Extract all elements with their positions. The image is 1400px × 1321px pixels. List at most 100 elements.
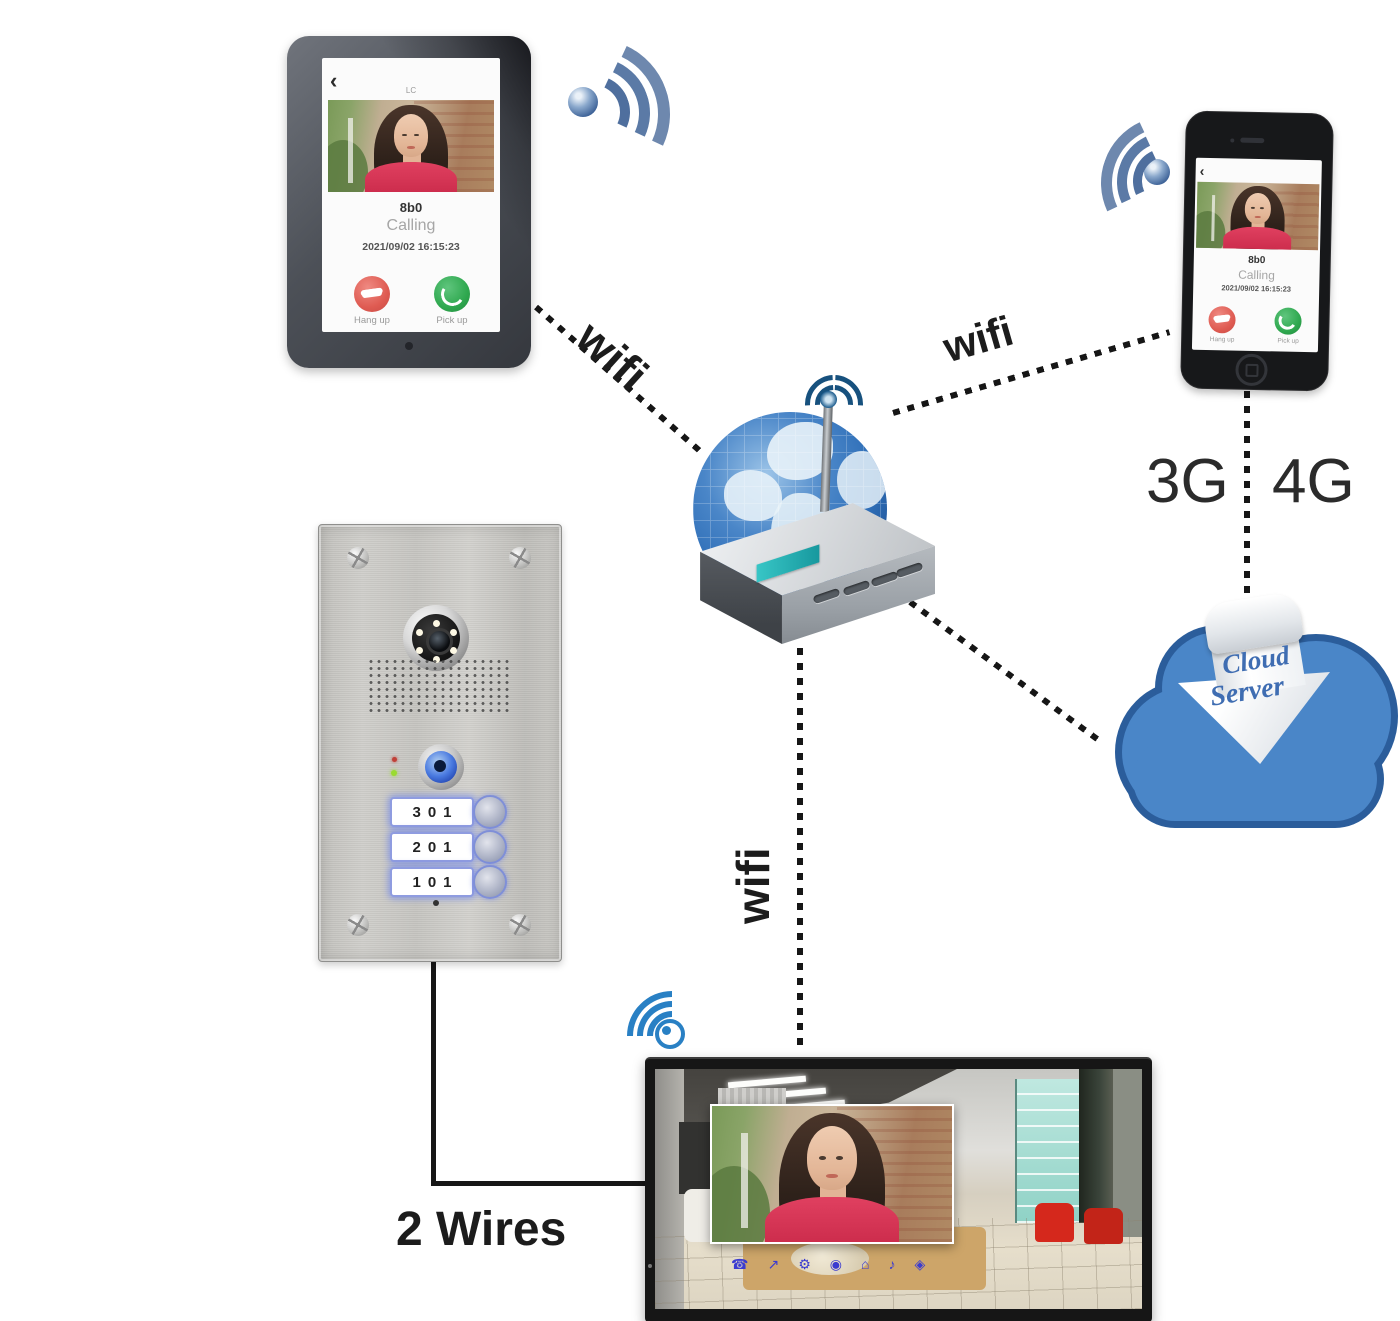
globe-continent <box>836 450 887 509</box>
pickup-button[interactable] <box>434 276 470 312</box>
apartment-plate-201: 201 <box>390 832 474 862</box>
ir-led <box>416 647 423 654</box>
phone-home-button[interactable] <box>1235 353 1268 387</box>
screw <box>509 547 531 569</box>
wifi-dot <box>662 1026 671 1035</box>
transfer-icon[interactable]: ↗ <box>767 1256 780 1272</box>
tablet-device: ‹ LC 8b0 Calling 2021/09/02 16:15:23 Han… <box>287 36 531 368</box>
door-station: 301 201 101 <box>318 524 562 962</box>
home-icon[interactable]: ⌂ <box>860 1256 870 1272</box>
red-chair <box>1034 1203 1074 1242</box>
link-router-cloud <box>908 599 1105 746</box>
hangup-label: Hang up <box>354 315 390 326</box>
call-button-center <box>434 760 446 772</box>
screw <box>347 547 369 569</box>
smartphone-device: ‹ 8b0 Calling 2021/09/02 16:15:23 Hang u… <box>1180 110 1334 392</box>
hangup-icon <box>361 289 383 299</box>
eye <box>401 133 407 137</box>
eye <box>413 133 419 137</box>
eye <box>1251 207 1255 209</box>
wifi-label-monitor: wifi <box>727 847 779 924</box>
hangup-icon[interactable]: ☎ <box>731 1256 749 1272</box>
lips <box>1254 215 1261 219</box>
eye <box>818 1155 826 1160</box>
pickup-button[interactable] <box>1274 307 1302 335</box>
plant-column <box>1078 1069 1113 1223</box>
bell-button-201[interactable] <box>473 830 507 864</box>
visitor-face <box>806 1126 858 1191</box>
link-phone-cloud <box>1244 391 1250 602</box>
camera-lens <box>426 628 453 655</box>
link-router-phone <box>892 329 1171 416</box>
pickup-label: Pick up <box>1277 337 1299 345</box>
visitor-face <box>1244 192 1272 225</box>
wire-vertical <box>431 956 436 1186</box>
volume-icon[interactable]: ♪ <box>888 1256 896 1272</box>
status-led-red <box>392 757 397 762</box>
ir-led <box>416 629 423 636</box>
indoor-monitor: ☎ ↗ ⚙ ◉ ⌂ ♪ ◈ <box>645 1057 1152 1321</box>
door-camera-video <box>1196 181 1320 251</box>
eye <box>1259 207 1264 210</box>
visitor-red-top <box>1222 226 1292 251</box>
door-camera-video <box>328 100 494 192</box>
two-wires-label: 2 Wires <box>396 1203 567 1256</box>
caller-id: 8b0 <box>1248 254 1266 267</box>
bell-button-301[interactable] <box>473 795 507 829</box>
call-status: Calling <box>386 217 436 234</box>
call-timestamp: 2021/09/02 16:15:23 <box>362 241 460 253</box>
pickup-icon <box>1277 310 1299 332</box>
mode-icon[interactable]: ◈ <box>914 1256 926 1272</box>
screw <box>509 914 531 936</box>
back-icon[interactable]: ‹ <box>1199 162 1205 179</box>
home-square-icon <box>1244 363 1259 377</box>
caller-id: 8b0 <box>399 200 423 215</box>
monitor-icon[interactable]: ◉ <box>829 1256 842 1272</box>
link-router-monitor <box>797 648 803 1052</box>
door-camera-video <box>710 1104 954 1244</box>
visitor-red-top <box>764 1197 900 1242</box>
ir-led <box>450 647 457 654</box>
network-4g-label: 4G <box>1272 447 1355 516</box>
hangup-button[interactable] <box>1208 306 1236 334</box>
lips <box>825 1173 839 1179</box>
pickup-icon <box>438 280 466 308</box>
eye <box>836 1155 844 1160</box>
wifi-dot <box>820 391 837 408</box>
phone-front-camera <box>1230 138 1235 143</box>
ir-led <box>433 620 440 627</box>
status-led-green <box>391 770 397 776</box>
settings-icon[interactable]: ⚙ <box>798 1256 811 1272</box>
fence-post <box>347 118 353 183</box>
bell-button-101[interactable] <box>473 865 507 899</box>
router <box>697 495 935 657</box>
wifi-label-tablet: wifi <box>566 310 659 401</box>
hangup-icon <box>1214 316 1230 323</box>
robot-vacuum <box>791 1241 870 1276</box>
wifi-dot-ring <box>655 1019 685 1049</box>
wifi-dot <box>1144 159 1170 185</box>
visitor-face <box>393 113 429 158</box>
hangup-label: Hang up <box>1209 336 1235 344</box>
monitor-screen: ☎ ↗ ⚙ ◉ ⌂ ♪ ◈ <box>655 1069 1142 1309</box>
wifi-label-phone: wifi <box>938 306 1019 372</box>
microphone-hole <box>433 900 439 906</box>
hangup-button[interactable] <box>354 276 390 312</box>
phone-screen: ‹ 8b0 Calling 2021/09/02 16:15:23 Hang u… <box>1191 157 1322 353</box>
screw <box>347 914 369 936</box>
back-icon[interactable]: ‹ <box>330 68 338 93</box>
red-chair <box>1083 1208 1123 1245</box>
phone-speaker <box>1240 137 1265 144</box>
tablet-screen: ‹ LC 8b0 Calling 2021/09/02 16:15:23 Han… <box>322 58 500 332</box>
visitor-red-top <box>364 161 458 192</box>
network-3g-label: 3G <box>1146 447 1229 516</box>
tablet-camera-dot <box>405 342 413 350</box>
call-status: Calling <box>1238 267 1275 283</box>
fence-post <box>740 1133 748 1229</box>
monitor-power-led <box>648 1264 652 1268</box>
speaker-grille <box>367 658 511 716</box>
device-tag: LC <box>405 86 417 95</box>
ir-led <box>450 629 457 636</box>
call-timestamp: 2021/09/02 16:15:23 <box>1221 283 1292 294</box>
